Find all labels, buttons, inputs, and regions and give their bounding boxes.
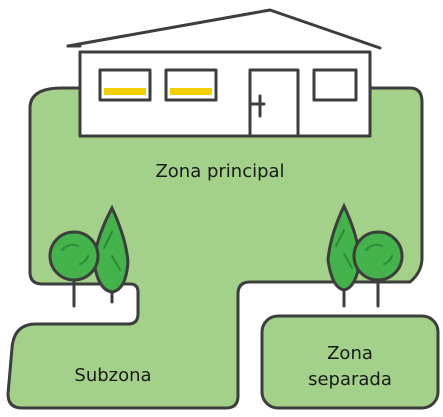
house-roof: [66, 8, 382, 50]
separate-zone-label-line1: Zona: [327, 343, 373, 364]
house-window: [312, 68, 358, 102]
house-window: [164, 68, 218, 102]
house-window-accent: [170, 88, 212, 95]
main-zone-label: Zona principal: [155, 161, 285, 182]
tree-canopy-round: [48, 230, 100, 282]
subzone-label: Subzona: [74, 365, 152, 386]
tree-icon: [48, 230, 100, 308]
tree-icon: [352, 230, 404, 308]
house-window-accent: [104, 88, 146, 95]
tree-canopy-round: [352, 230, 404, 282]
house-icon: [66, 8, 382, 138]
house-window: [98, 68, 152, 102]
separate-zone-label-line2: separada: [308, 369, 392, 390]
separate-zone-area: [260, 314, 440, 410]
main-zone-area: [6, 86, 424, 410]
